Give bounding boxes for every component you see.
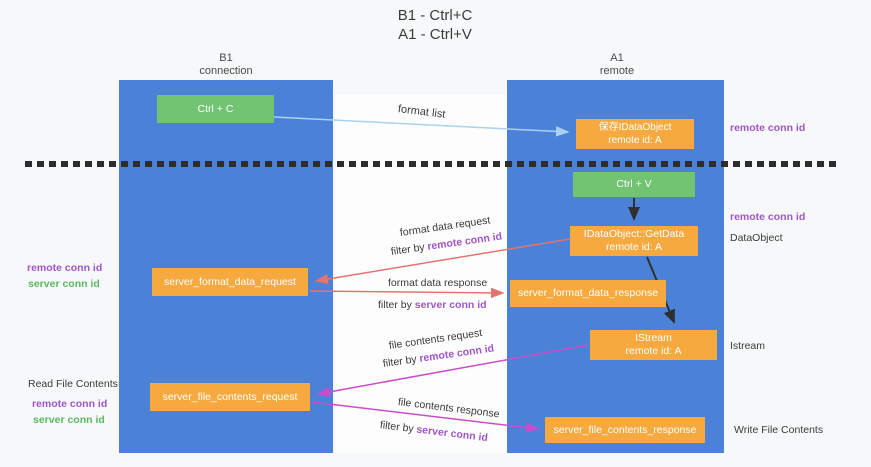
server-conn-id-key: server conn id — [414, 299, 487, 311]
node-save-idataobject-line1: 保存IDataObject — [598, 122, 672, 133]
node-server-format-data-response: server_format_data_response — [510, 280, 666, 307]
node-getdata-line1: IDataObject::GetData — [583, 228, 685, 240]
node-istream: IStream remote id: A — [590, 330, 717, 360]
node-server-file-contents-response-label: server_file_contents_response — [553, 423, 697, 436]
node-ctrl-v-label: Ctrl + V — [616, 178, 652, 190]
lane-a1-subtitle: remote — [599, 65, 635, 77]
lane-b1-title: B1 — [219, 52, 233, 64]
dataobject-label: DataObject — [730, 232, 783, 244]
node-save-idataobject: 保存IDataObject remote id: A — [576, 119, 694, 149]
node-getdata-line2: remote id: A — [605, 241, 663, 253]
write-file-contents-label: Write File Contents — [734, 424, 824, 436]
filter-by-text: filter by — [378, 299, 415, 311]
node-server-file-contents-request: server_file_contents_request — [150, 383, 310, 411]
left-remote-conn-id-mid-label: remote conn id — [27, 262, 103, 274]
left-server-conn-id-bottom-label: server conn id — [33, 414, 105, 426]
node-ctrl-c-label: Ctrl + C — [197, 102, 234, 115]
lane-header-b1: B1 connection — [166, 52, 286, 78]
format-data-response-label: format data response — [388, 277, 488, 289]
node-server-format-data-request: server_format_data_request — [152, 268, 308, 296]
node-ctrl-c: Ctrl + C — [157, 95, 274, 123]
title-line-2: A1 - Ctrl+V — [398, 26, 472, 43]
node-save-idataobject-line2: remote id: A — [608, 135, 662, 146]
node-idataobject-getdata: IDataObject::GetData remote id: A — [570, 226, 698, 256]
node-ctrl-v: Ctrl + V — [573, 172, 695, 197]
istream-side-label: Istream — [730, 340, 766, 352]
right-remote-conn-id-top-label: remote conn id — [730, 122, 806, 134]
right-remote-conn-id-mid-label: remote conn id — [730, 211, 806, 223]
diagram-title: B1 - Ctrl+C A1 - Ctrl+V — [330, 6, 540, 44]
node-server-file-contents-request-label: server_file_contents_request — [162, 390, 298, 403]
lane-header-a1: A1 remote — [557, 52, 677, 78]
node-istream-line1: IStream — [635, 332, 672, 344]
node-server-format-data-response-label: server_format_data_response — [517, 287, 659, 299]
left-server-conn-id-mid-label: server conn id — [28, 278, 100, 290]
node-server-file-contents-response: server_file_contents_response — [545, 417, 705, 443]
format-data-response-filter-label: filter by server conn id — [378, 299, 487, 311]
read-file-contents-label: Read File Contents — [28, 378, 118, 390]
node-server-format-data-request-label: server_format_data_request — [164, 275, 296, 288]
left-remote-conn-id-bottom-label: remote conn id — [32, 398, 108, 410]
lane-b1-subtitle: connection — [199, 65, 253, 77]
node-istream-line2: remote id: A — [625, 345, 682, 357]
lane-a1-title: A1 — [610, 52, 624, 64]
title-line-1: B1 - Ctrl+C — [397, 7, 473, 24]
